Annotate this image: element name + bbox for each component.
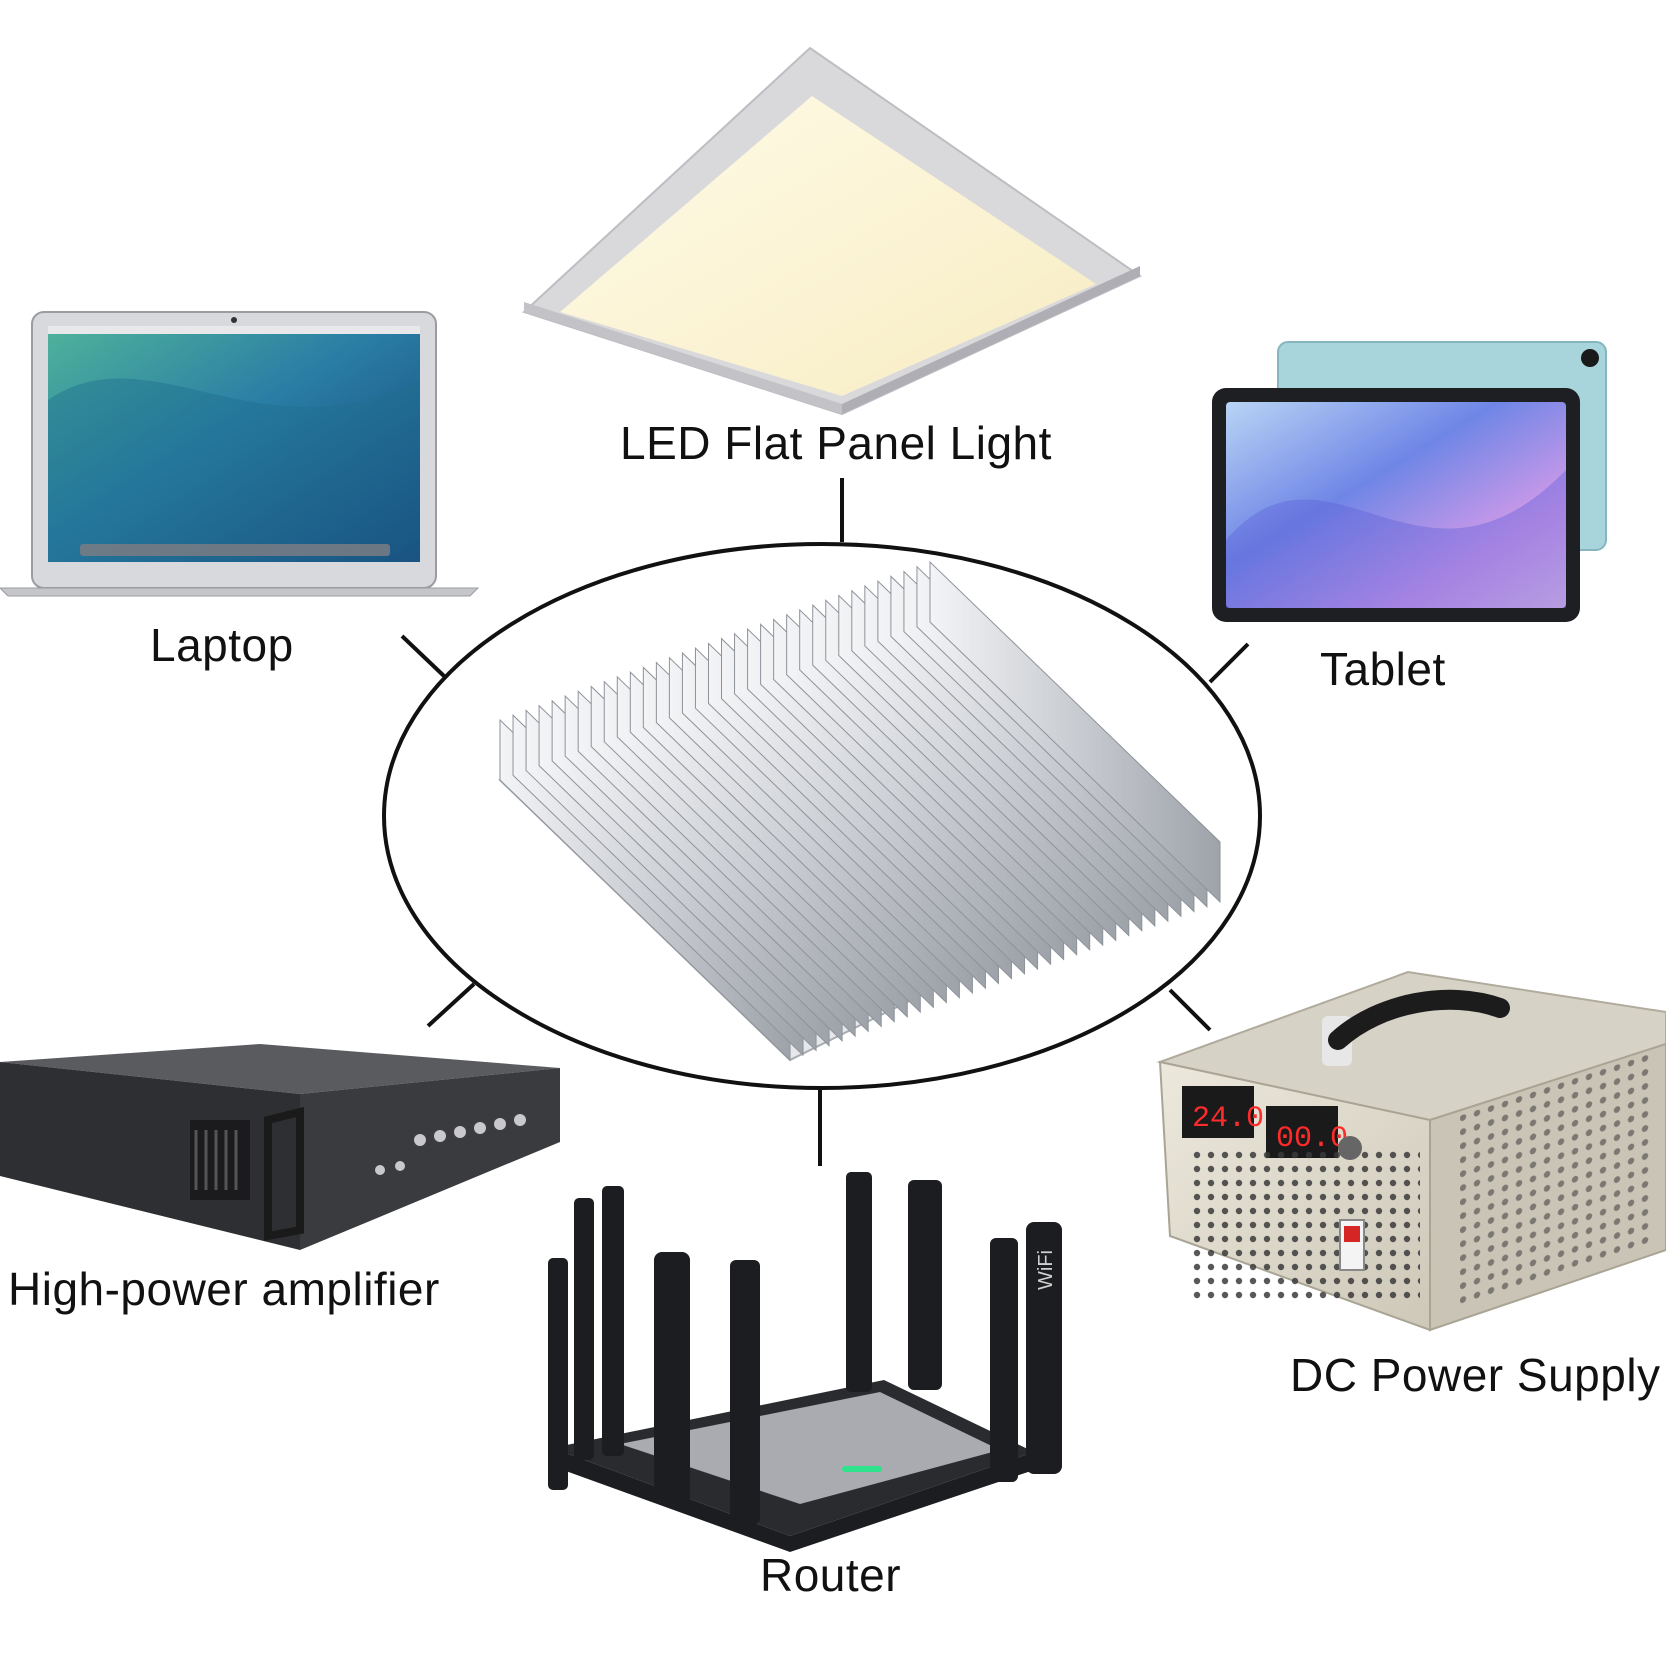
label-router: Router xyxy=(760,1549,902,1601)
tablet-icon xyxy=(1212,341,1607,622)
label-tablet: Tablet xyxy=(1320,643,1446,695)
connector-laptop xyxy=(400,634,446,678)
heatsink-fin xyxy=(929,560,1221,904)
connector-amplifier xyxy=(426,982,476,1028)
router-icon: WiFi xyxy=(548,1172,1062,1552)
router-antenna-text: WiFi xyxy=(1035,1250,1057,1290)
connector-tablet xyxy=(1208,642,1250,684)
led-panel-light-icon xyxy=(522,46,1143,416)
center-ellipse xyxy=(382,542,1262,1090)
amplifier-icon xyxy=(0,1044,560,1250)
label-laptop: Laptop xyxy=(150,619,294,671)
power-supply-icon: 24.0 00.0 xyxy=(1156,970,1666,1332)
label-dc-power-supply: DC Power Supply xyxy=(1290,1349,1661,1401)
laptop-icon xyxy=(0,311,480,597)
psu-voltage-display: 24.0 xyxy=(1192,1102,1264,1136)
label-high-power-amplifier: High-power amplifier xyxy=(8,1263,440,1315)
heatsink-image xyxy=(498,560,1221,1062)
connector-lines xyxy=(400,478,1250,1166)
label-led-flat-panel-light: LED Flat Panel Light xyxy=(620,417,1052,469)
connector-dc xyxy=(1168,988,1212,1032)
